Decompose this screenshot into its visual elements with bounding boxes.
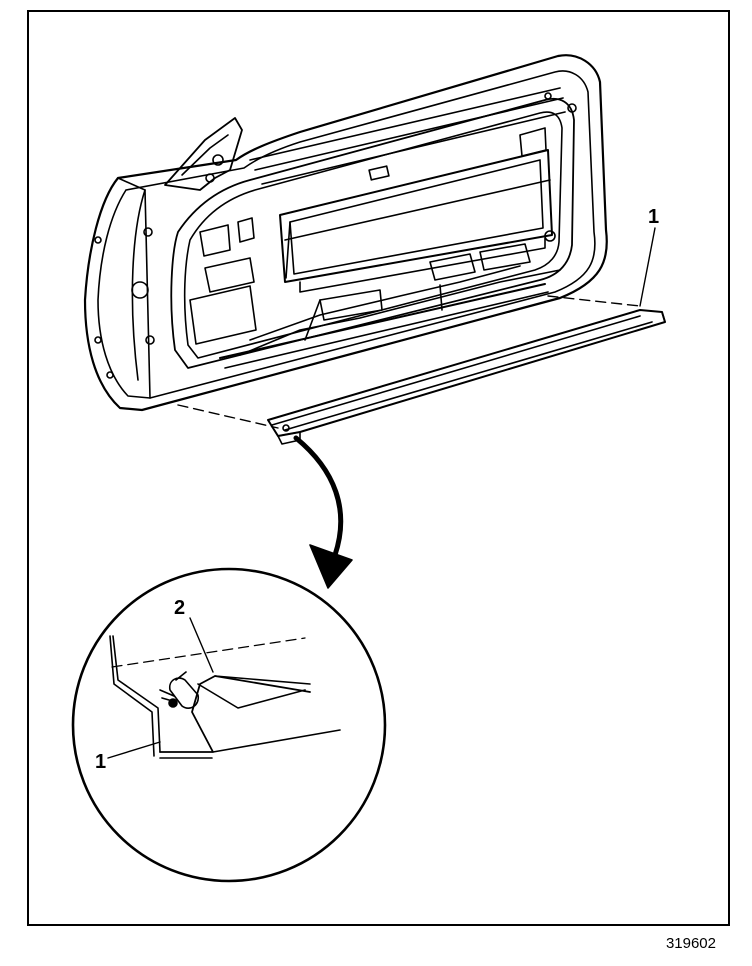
detail-arrow [293,435,353,589]
door-assembly-drawing [83,54,608,412]
callout-main-part: 1 [648,206,660,228]
alignment-lines [177,295,641,429]
callout-detail-clip: 2 [174,597,186,619]
clip-head [168,698,178,708]
sill-plate-drawing [267,309,666,445]
clip-detail-drawing [107,617,341,759]
callout-detail-part: 1 [95,751,107,773]
figure-number: 319602 [665,935,716,952]
main-callout-leader [639,227,656,307]
detail-circle [71,567,387,883]
figure-frame [27,10,730,926]
